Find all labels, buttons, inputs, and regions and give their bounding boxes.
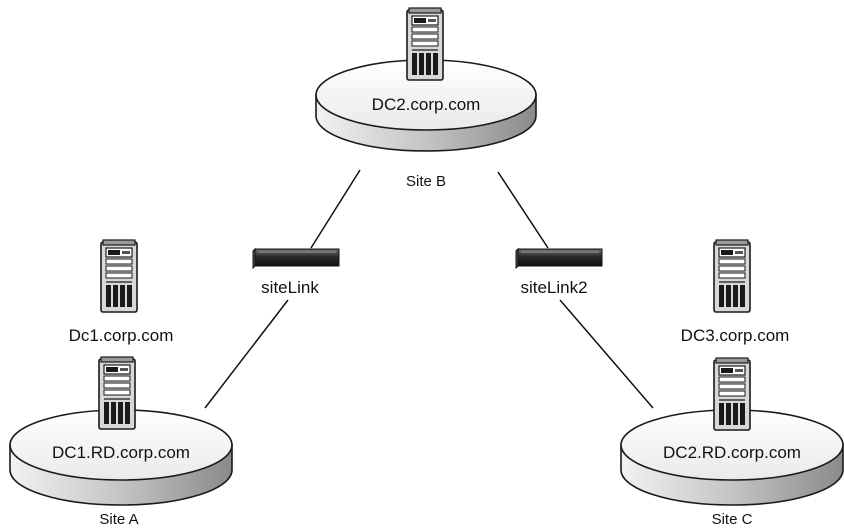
sitelink-router-icon (252, 248, 340, 269)
site-c-label: Site C (712, 511, 753, 528)
server-icon-site-a (98, 356, 136, 430)
connector-b-to-sitelink2 (497, 171, 549, 249)
site-b-label: Site B (406, 173, 446, 190)
standalone-server-right-label: DC3.corp.com (681, 326, 790, 345)
server-icon-site-c (713, 357, 751, 431)
sitelink2-router-icon (515, 248, 603, 269)
server-icon-site-b (406, 7, 444, 81)
sitelink-label: siteLink (261, 278, 319, 297)
server-icon-dc1 (100, 239, 138, 313)
connector-sitelink2-to-c (559, 299, 654, 409)
site-a-disk (9, 409, 233, 506)
server-icon-dc3 (713, 239, 751, 313)
site-b-server-label: DC2.corp.com (372, 95, 481, 114)
connector-sitelink-to-a (204, 299, 289, 409)
site-c-server-label: DC2.RD.corp.com (663, 443, 801, 462)
site-c-disk (620, 409, 844, 506)
site-a-label: Site A (99, 511, 138, 528)
site-a-server-label: DC1.RD.corp.com (52, 443, 190, 462)
sitelink2-label: siteLink2 (520, 278, 587, 297)
standalone-server-left-label: Dc1.corp.com (69, 326, 174, 345)
connector-b-to-sitelink (310, 169, 361, 249)
